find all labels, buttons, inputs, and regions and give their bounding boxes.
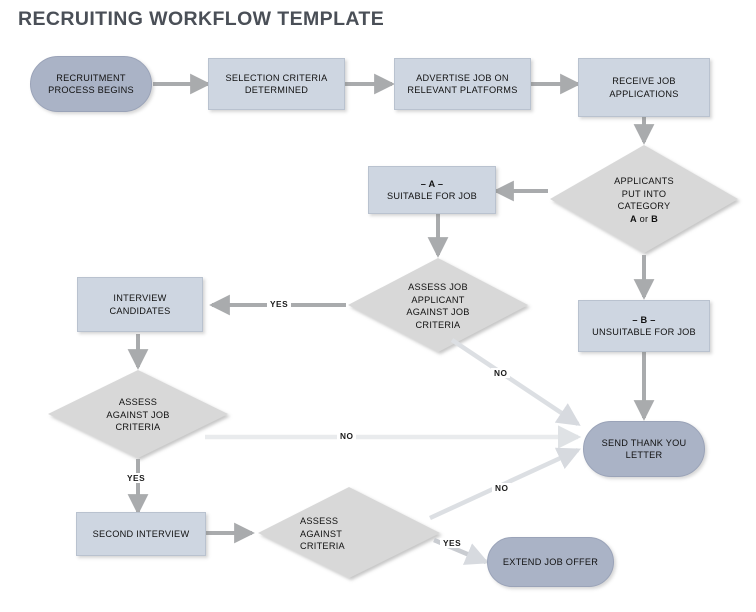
node-second-interview[interactable]: SECOND INTERVIEW	[76, 512, 206, 556]
node-advertise-job[interactable]: ADVERTISE JOB ON RELEVANT PLATFORMS	[394, 58, 531, 110]
node-send-thank-you-letter[interactable]: SEND THANK YOU LETTER	[583, 421, 705, 477]
node-category-a-suitable[interactable]: – A – SUITABLE FOR JOB	[368, 166, 496, 214]
node-receive-job-applications[interactable]: RECEIVE JOB APPLICATIONS	[578, 58, 710, 117]
edge-label-assess-criteria-no: NO	[492, 483, 512, 493]
edge-assess-applicant-no-to-thank-you	[450, 338, 581, 426]
decision-shape-assess-against-job[interactable]	[48, 370, 228, 458]
node-label: SELECTION CRITERIA DETERMINED	[225, 72, 328, 96]
node-label: EXTEND JOB OFFER	[502, 556, 599, 567]
category-a-dash: – A –	[420, 178, 444, 189]
edge-label-assess-applicant-no: NO	[491, 368, 511, 378]
node-interview-candidates[interactable]: INTERVIEW CANDIDATES	[77, 277, 203, 332]
edge-label-assess-against-job-yes: YES	[124, 473, 149, 483]
node-extend-job-offer[interactable]: EXTEND JOB OFFER	[487, 537, 614, 587]
category-b-dash: – B –	[632, 314, 656, 325]
decision-shape-assess-criteria[interactable]	[258, 487, 440, 578]
node-label: ADVERTISE JOB ON RELEVANT PLATFORMS	[407, 72, 518, 96]
decision-shape-categorize[interactable]	[550, 145, 738, 253]
node-label: SUITABLE FOR JOB	[386, 191, 478, 201]
node-label: INTERVIEW CANDIDATES	[109, 293, 171, 316]
node-label: SEND THANK YOU LETTER	[601, 437, 687, 461]
edge-label-assess-against-job-no: NO	[337, 431, 357, 441]
node-label: UNSUITABLE FOR JOB	[592, 327, 696, 337]
node-selection-criteria-determined[interactable]: SELECTION CRITERIA DETERMINED	[208, 58, 345, 110]
node-label: RECRUITMENT PROCESS BEGINS	[48, 72, 134, 96]
edge-label-assess-criteria-yes: YES	[440, 538, 465, 548]
node-label: SECOND INTERVIEW	[92, 528, 190, 539]
decision-shape-assess-applicant[interactable]	[348, 258, 528, 352]
node-label: RECEIVE JOB APPLICATIONS	[609, 76, 679, 99]
page-title: RECRUITING WORKFLOW TEMPLATE	[18, 8, 385, 30]
node-recruitment-process-begins[interactable]: RECRUITMENT PROCESS BEGINS	[30, 56, 152, 112]
node-category-b-unsuitable[interactable]: – B – UNSUITABLE FOR JOB	[578, 300, 710, 352]
edge-label-assess-applicant-yes: YES	[267, 299, 292, 309]
